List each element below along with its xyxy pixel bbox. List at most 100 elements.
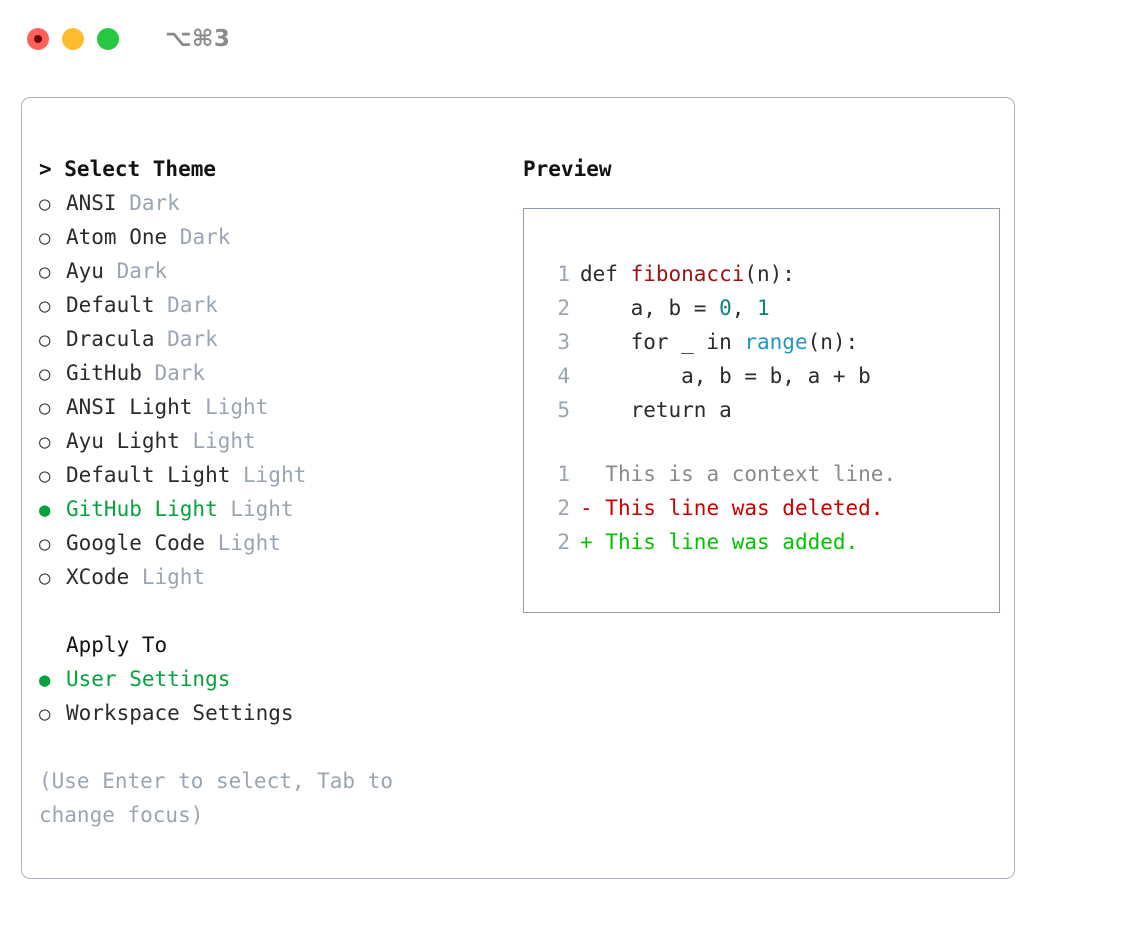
diff-line: 2 + This line was added. bbox=[542, 525, 999, 559]
theme-option-kind: Dark bbox=[103, 259, 168, 283]
theme-option-xcode[interactable]: ○XCode Light bbox=[39, 560, 504, 594]
radio-unselected-icon[interactable]: ○ bbox=[39, 465, 51, 487]
theme-option-kind: Light bbox=[230, 463, 307, 487]
code-token-plain: for _ in bbox=[580, 330, 745, 354]
radio-unselected-icon[interactable]: ○ bbox=[39, 329, 51, 351]
theme-option-default[interactable]: ○Default Dark bbox=[39, 288, 504, 322]
code-token-plain: a, b = bbox=[580, 296, 720, 320]
theme-option-dracula[interactable]: ○ Dracula Dark bbox=[39, 322, 504, 356]
theme-option-list: ○ANSI Dark○Atom One Dark○Ayu Dark○Defaul… bbox=[39, 186, 504, 594]
radio-unselected-icon[interactable]: ○ bbox=[39, 295, 51, 317]
theme-option-label: Atom One bbox=[66, 225, 168, 249]
radio-unselected-icon[interactable]: ○ bbox=[39, 703, 51, 725]
theme-option-label: Default bbox=[66, 293, 155, 317]
diff-sign: + bbox=[580, 530, 606, 554]
radio-unselected-icon[interactable]: ○ bbox=[39, 397, 51, 419]
theme-option-label: Dracula bbox=[66, 327, 155, 351]
section-spacer bbox=[39, 594, 504, 628]
close-button-icon[interactable] bbox=[27, 28, 49, 50]
theme-option-github[interactable]: ○ GitHub Dark bbox=[39, 356, 504, 390]
apply-to-option-workspace-settings[interactable]: ○ Workspace Settings bbox=[39, 696, 504, 730]
code-line: 2 a, b = 0, 1 bbox=[542, 291, 999, 325]
theme-option-ayu-light[interactable]: ○ Ayu Light Light bbox=[39, 424, 504, 458]
code-line-text: a, b = b, a + b bbox=[580, 359, 871, 393]
theme-option-kind: Dark bbox=[116, 191, 180, 215]
theme-option-label: Ayu Light bbox=[66, 429, 180, 453]
diff-line-text: This line was added. bbox=[605, 530, 859, 554]
theme-option-kind: Light bbox=[217, 497, 294, 521]
zoom-button-icon[interactable] bbox=[97, 28, 119, 50]
apply-to-option-user-settings[interactable]: ●User Settings bbox=[39, 662, 504, 696]
diff-sample: 1 This is a context line.2- This line wa… bbox=[542, 457, 999, 559]
theme-option-kind: Light bbox=[192, 395, 269, 419]
code-token-num: 0 bbox=[719, 296, 732, 320]
diff-line: 2- This line was deleted. bbox=[542, 491, 999, 525]
code-line: 5 return a bbox=[542, 393, 999, 427]
code-token-plain: def bbox=[580, 262, 631, 286]
main-panel: > Select Theme ○ANSI Dark○Atom One Dark○… bbox=[21, 97, 1015, 879]
diff-line-text: This line was deleted. bbox=[605, 496, 884, 520]
apply-to-heading: Apply To bbox=[66, 633, 168, 657]
radio-unselected-icon[interactable]: ○ bbox=[39, 533, 51, 555]
diff-line-number: 1 bbox=[557, 462, 570, 486]
theme-option-kind: Dark bbox=[154, 327, 218, 351]
theme-option-ansi[interactable]: ○ ANSI Dark bbox=[39, 186, 504, 220]
radio-unselected-icon[interactable]: ○ bbox=[39, 227, 51, 249]
diff-line-text: This is a context line. bbox=[605, 462, 897, 486]
diff-sign: - bbox=[580, 496, 606, 520]
theme-option-label: ANSI Light bbox=[66, 395, 193, 419]
apply-to-option-label: Workspace Settings bbox=[66, 701, 294, 725]
code-line-text: a, b = 0, 1 bbox=[580, 291, 770, 325]
radio-unselected-icon[interactable]: ○ bbox=[39, 193, 51, 215]
window-controls bbox=[27, 28, 119, 50]
title-bar: ⌥⌘3 bbox=[0, 0, 1140, 78]
radio-unselected-icon[interactable]: ○ bbox=[39, 363, 51, 385]
theme-option-kind: Dark bbox=[167, 225, 231, 249]
code-token-fn: fibonacci bbox=[630, 262, 745, 286]
code-token-num: 1 bbox=[757, 296, 770, 320]
theme-option-atom-one[interactable]: ○ Atom One Dark bbox=[39, 220, 504, 254]
line-number: 4 bbox=[557, 364, 570, 388]
code-token-plain: a, b = b, a + b bbox=[580, 364, 871, 388]
theme-option-label: GitHub bbox=[66, 361, 142, 385]
diff-line: 1 This is a context line. bbox=[542, 457, 999, 491]
theme-option-default-light[interactable]: ○ Default Light Light bbox=[39, 458, 504, 492]
radio-selected-icon[interactable]: ● bbox=[39, 499, 51, 521]
theme-option-github-light[interactable]: ●GitHub Light Light bbox=[39, 492, 504, 526]
theme-option-ayu[interactable]: ○Ayu Dark bbox=[39, 254, 504, 288]
code-token-plain: , bbox=[731, 296, 758, 320]
code-token-plain: (n): bbox=[744, 262, 795, 286]
theme-option-label: ANSI bbox=[66, 191, 117, 215]
diff-line-number: 2 bbox=[557, 496, 570, 520]
theme-option-label: Google Code bbox=[66, 531, 206, 555]
code-line: 3 for _ in range(n): bbox=[542, 325, 999, 359]
theme-option-google-code[interactable]: ○ Google Code Light bbox=[39, 526, 504, 560]
radio-unselected-icon[interactable]: ○ bbox=[39, 431, 51, 453]
radio-unselected-icon[interactable]: ○ bbox=[39, 261, 51, 283]
code-line: 1 def fibonacci(n): bbox=[542, 257, 999, 291]
keyboard-shortcut-label: ⌥⌘3 bbox=[165, 26, 231, 52]
diff-line-number: 2 bbox=[557, 530, 570, 554]
theme-option-kind: Dark bbox=[141, 361, 206, 385]
keyboard-hint-text: (Use Enter to select, Tab to change focu… bbox=[39, 769, 394, 827]
diff-sign bbox=[580, 457, 605, 491]
theme-option-ansi-light[interactable]: ○ ANSI Light Light bbox=[39, 390, 504, 424]
theme-option-kind: Light bbox=[129, 565, 206, 589]
radio-unselected-icon[interactable]: ○ bbox=[39, 567, 51, 589]
theme-selector-column: > Select Theme ○ANSI Dark○Atom One Dark○… bbox=[39, 98, 504, 832]
line-number: 2 bbox=[557, 296, 570, 320]
code-token-plain: return a bbox=[580, 398, 732, 422]
theme-option-kind: Light bbox=[179, 429, 256, 453]
line-number: 3 bbox=[557, 330, 570, 354]
theme-option-label: Default Light bbox=[66, 463, 231, 487]
minimize-button-icon[interactable] bbox=[62, 28, 84, 50]
radio-selected-icon[interactable]: ● bbox=[39, 669, 51, 691]
code-line-text: for _ in range(n): bbox=[580, 325, 859, 359]
code-line-text: return a bbox=[580, 393, 732, 427]
theme-option-kind: Light bbox=[205, 531, 281, 555]
line-number: 1 bbox=[557, 262, 570, 286]
